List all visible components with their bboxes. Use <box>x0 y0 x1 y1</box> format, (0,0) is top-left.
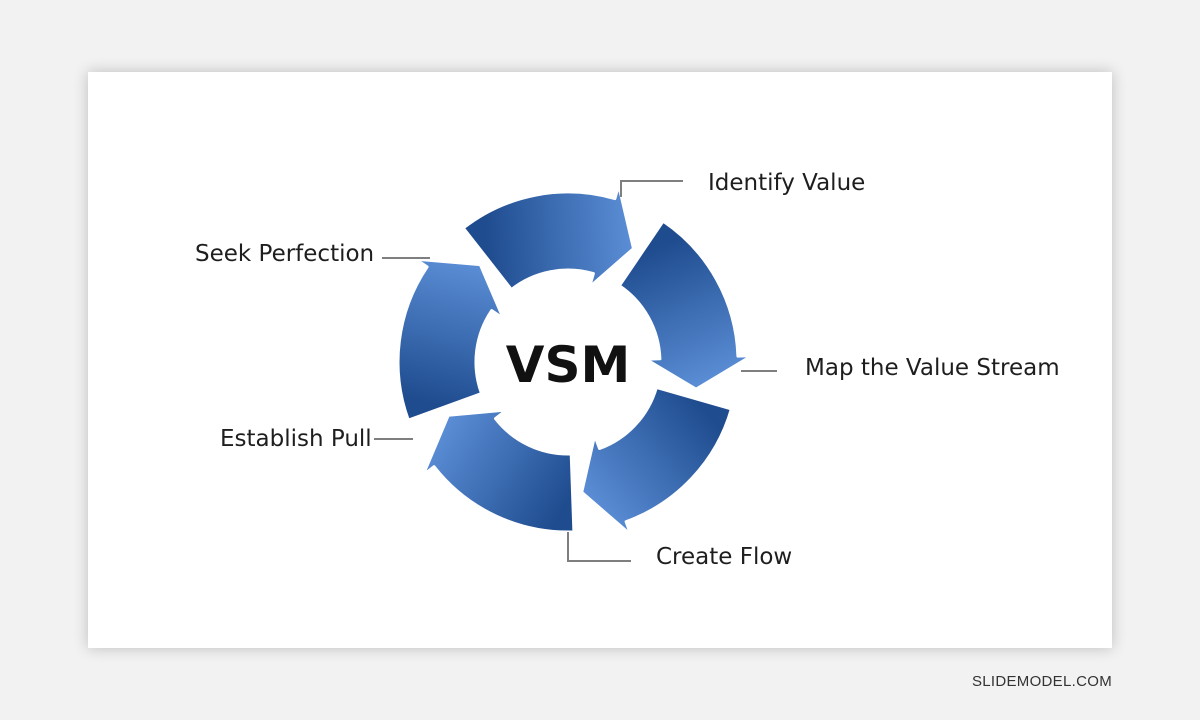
cycle-arrow-identify-value <box>461 183 635 291</box>
step-label-establish-pull: Establish Pull <box>220 426 372 452</box>
slide <box>88 72 1112 648</box>
cycle-arrows <box>396 183 754 537</box>
connector-identify-value <box>620 180 683 197</box>
cycle-arrow-seek-perfection <box>396 257 505 422</box>
step-label-identify-value: Identify Value <box>708 170 866 196</box>
connector-create-flow <box>567 532 631 562</box>
step-label-create-flow: Create Flow <box>656 544 793 570</box>
step-label-seek-perfection: Seek Perfection <box>195 241 375 267</box>
connector-lines <box>374 180 777 562</box>
watermark: SLIDEMODEL.COM <box>971 673 1112 690</box>
cycle-arrow-map-value-stream <box>617 219 754 391</box>
center-label: VSM <box>506 336 630 394</box>
cycle-arrow-create-flow <box>580 385 733 537</box>
cycle-arrow-establish-pull <box>421 408 576 534</box>
step-label-map-value-stream: Map the Value Stream <box>805 355 1060 381</box>
